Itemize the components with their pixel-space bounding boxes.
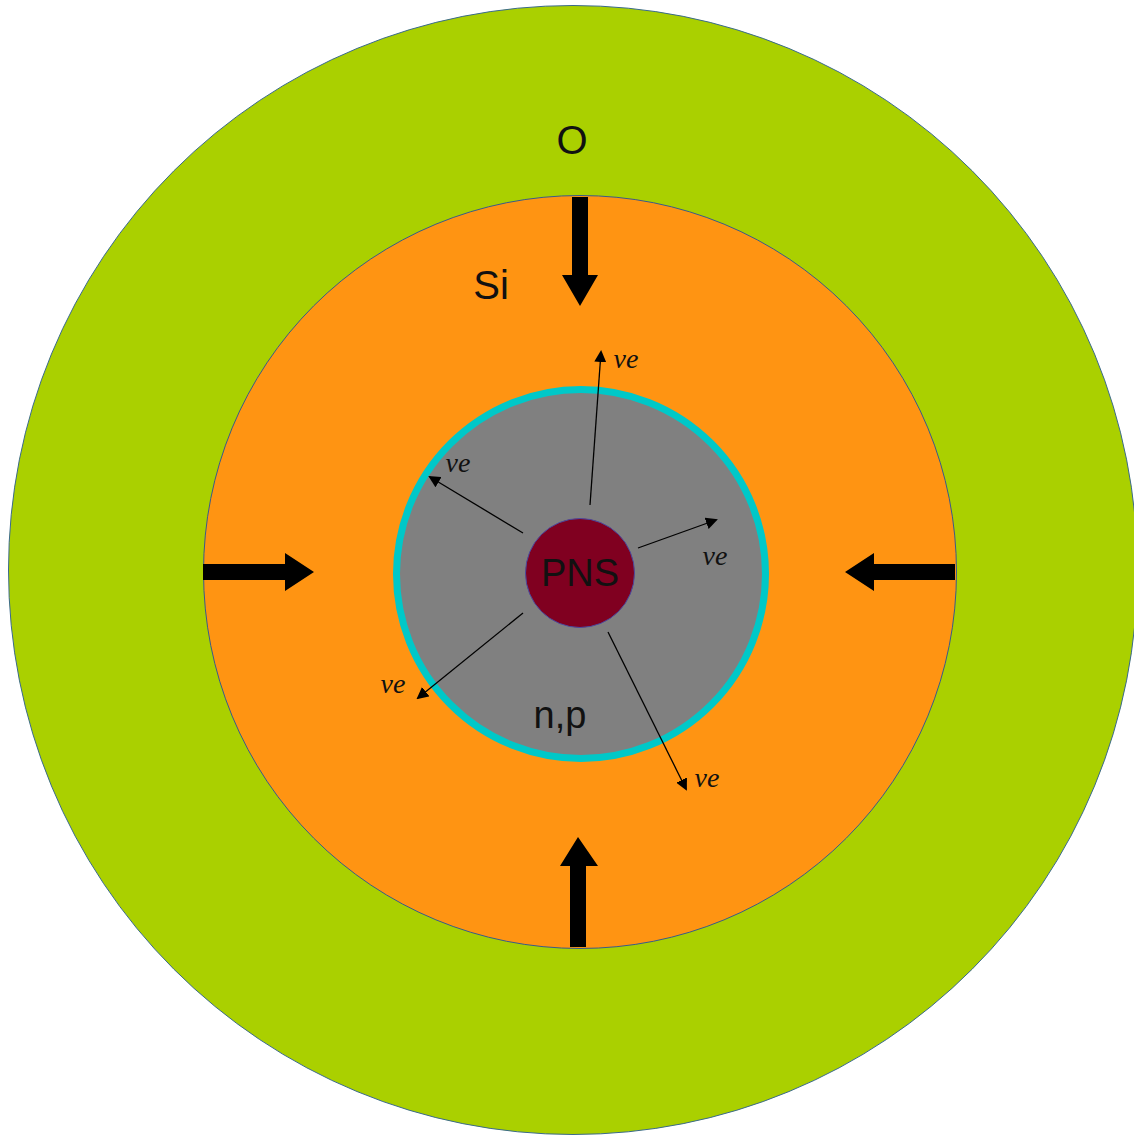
neutrino-label: νe — [446, 449, 471, 477]
region-label: PNS — [541, 554, 619, 592]
neutrino-label: νe — [703, 542, 728, 570]
infall-arrows — [203, 197, 955, 947]
nucleon-region: n,p PNS — [393, 386, 769, 762]
neutrino-label: νe — [614, 345, 639, 373]
region-label: O — [556, 120, 587, 160]
neutrino-label: νe — [695, 764, 720, 792]
silicon-shell: Si n,p PNS — [203, 195, 957, 949]
region-label: Si — [473, 265, 509, 305]
protoneutron-star: PNS — [525, 518, 635, 628]
oxygen-shell: O Si n,p PNS — [8, 5, 1134, 1135]
neutrino-label: νe — [381, 670, 406, 698]
region-label: n,p — [534, 696, 587, 734]
neutrino-rays — [418, 352, 716, 789]
